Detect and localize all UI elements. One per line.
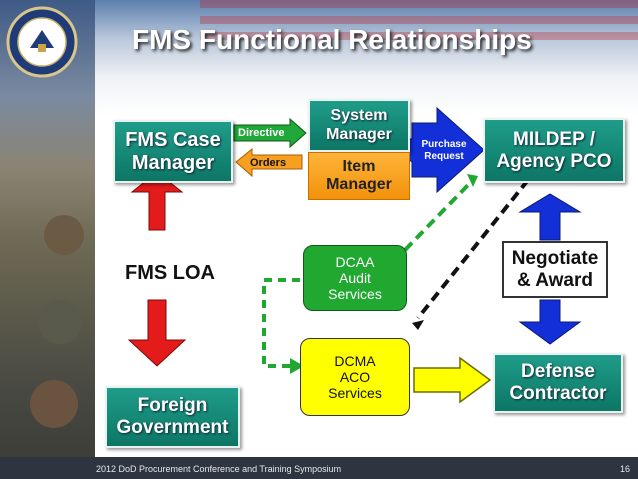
flag-stripe [200, 0, 638, 8]
footer-text: 2012 DoD Procurement Conference and Trai… [96, 464, 342, 474]
negotiate-award-box: Negotiate & Award [502, 241, 608, 298]
orders-arrow [235, 147, 303, 178]
footer-bar: 2012 DoD Procurement Conference and Trai… [0, 457, 638, 479]
mildep-pco-box: MILDEP / Agency PCO [483, 118, 625, 183]
page-number: 16 [619, 464, 630, 474]
directive-label: Directive [238, 127, 285, 139]
directive-arrow [233, 117, 307, 149]
foreign-government-box: Foreign Government [105, 386, 240, 448]
fms-case-manager-box: FMS Case Manager [113, 120, 233, 183]
negotiate-award-arrows [518, 193, 582, 345]
page-title: FMS Functional Relationships [132, 24, 532, 55]
fms-loa-label: FMS LOA [125, 262, 215, 284]
defense-contractor-box: Defense Contractor [493, 353, 623, 413]
flag-stripe [200, 16, 638, 24]
item-manager-box: Item Manager [308, 152, 410, 200]
orders-label: Orders [250, 157, 287, 169]
dcaa-to-mildep-line [403, 181, 472, 252]
system-manager-box: System Manager [308, 99, 410, 152]
dod-seal-icon [6, 6, 78, 78]
mildep-to-dcma-line [416, 178, 530, 320]
dcma-box: DCMA ACO Services [300, 338, 410, 416]
purchase-request-label: Purchase Request [421, 139, 467, 162]
military-photo-collage [0, 0, 95, 479]
dcaa-to-dcma-line [262, 278, 300, 368]
dcaa-box: DCAA Audit Services [303, 245, 407, 311]
dcma-to-contractor-arrow [413, 356, 492, 404]
flag-stripe [200, 32, 638, 40]
